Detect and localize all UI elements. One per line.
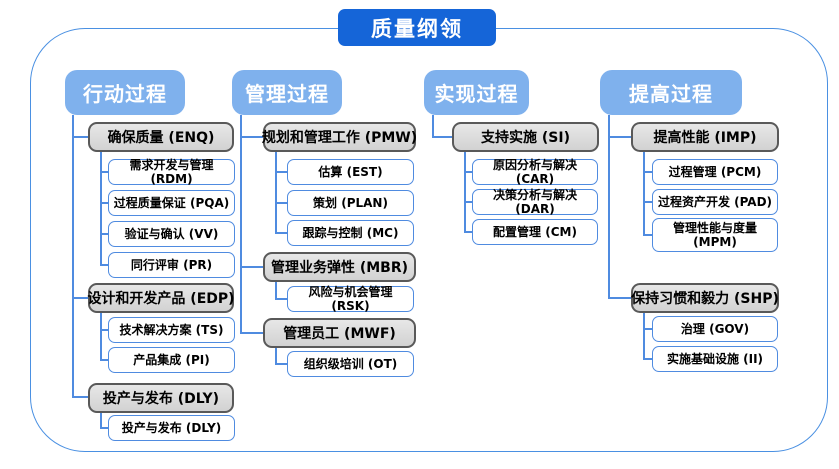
- group-box-mwf: 管理员工 (MWF): [263, 318, 416, 348]
- connector-line: [643, 201, 652, 203]
- group-box-pmw: 规划和管理工作 (PMW): [262, 122, 417, 152]
- connector-line: [643, 171, 652, 173]
- leaf-box-gov: 治理 (GOV): [652, 316, 778, 342]
- leaf-box-car: 原因分析与解决 (CAR): [472, 158, 598, 186]
- connector-line: [275, 348, 277, 364]
- leaf-box-pi: 产品集成 (PI): [108, 347, 235, 373]
- connector-line: [100, 412, 102, 428]
- connector-line: [643, 152, 645, 235]
- group-box-shp: 保持习惯和毅力 (SHP): [631, 283, 779, 313]
- root-title: 质量纲领: [338, 9, 496, 46]
- connector-line: [608, 136, 631, 138]
- connector-line: [240, 136, 263, 138]
- connector-line: [100, 264, 108, 266]
- connector-line: [275, 363, 287, 365]
- connector-line: [432, 115, 434, 138]
- connector-line: [608, 297, 631, 299]
- connector-line: [643, 328, 652, 330]
- connector-line: [100, 171, 108, 173]
- column-header-implementation-process: 实现过程: [424, 70, 529, 115]
- leaf-box-pad: 过程资产开发 (PAD): [652, 189, 778, 215]
- connector-line: [100, 152, 102, 265]
- leaf-box-pr: 同行评审 (PR): [108, 252, 235, 278]
- connector-line: [240, 266, 263, 268]
- connector-line: [464, 171, 472, 173]
- group-box-edp: 设计和开发产品 (EDP): [87, 283, 235, 313]
- connector-line: [240, 332, 263, 334]
- leaf-box-ot: 组织级培训 (OT): [287, 351, 414, 377]
- connector-line: [608, 115, 610, 298]
- connector-line: [275, 298, 287, 300]
- connector-line: [643, 234, 652, 236]
- connector-line: [72, 136, 88, 138]
- connector-line: [100, 359, 108, 361]
- connector-line: [275, 282, 277, 299]
- group-box-mbr: 管理业务弹性 (MBR): [263, 252, 416, 282]
- connector-line: [100, 233, 108, 235]
- leaf-box-dly: 投产与发布 (DLY): [108, 415, 235, 441]
- leaf-box-mc: 跟踪与控制 (MC): [287, 220, 414, 246]
- column-header-management-process: 管理过程: [232, 70, 342, 115]
- leaf-box-pqa: 过程质量保证 (PQA): [108, 190, 235, 216]
- connector-line: [643, 313, 645, 359]
- column-header-action-process: 行动过程: [65, 70, 185, 115]
- connector-line: [100, 313, 102, 360]
- connector-line: [100, 202, 108, 204]
- connector-line: [464, 231, 472, 233]
- connector-line: [72, 297, 88, 299]
- connector-line: [275, 232, 287, 234]
- leaf-box-rdm: 需求开发与管理 (RDM): [108, 158, 235, 186]
- group-box-enq: 确保质量 (ENQ): [88, 122, 234, 152]
- connector-line: [464, 152, 466, 232]
- connector-line: [72, 115, 74, 398]
- connector-line: [275, 202, 287, 204]
- leaf-box-ii: 实施基础设施 (II): [652, 346, 778, 372]
- connector-line: [100, 329, 108, 331]
- connector-line: [240, 115, 242, 333]
- connector-line: [464, 201, 472, 203]
- connector-line: [643, 358, 652, 360]
- group-box-imp: 提高性能 (IMP): [631, 122, 779, 152]
- leaf-box-cm: 配置管理 (CM): [472, 219, 598, 245]
- leaf-box-vv: 验证与确认 (VV): [108, 221, 235, 247]
- leaf-box-dar: 决策分析与解决 (DAR): [472, 188, 598, 216]
- connector-line: [432, 136, 452, 138]
- connector-line: [275, 152, 277, 233]
- leaf-box-pcm: 过程管理 (PCM): [652, 159, 778, 185]
- connector-line: [72, 396, 88, 398]
- connector-line: [100, 427, 108, 429]
- column-header-improvement-process: 提高过程: [600, 70, 742, 115]
- leaf-box-est: 估算 (EST): [287, 159, 414, 185]
- leaf-box-rsk: 风险与机会管理 (RSK): [287, 285, 414, 313]
- group-box-dly: 投产与发布 (DLY): [88, 383, 234, 413]
- leaf-box-plan: 策划 (PLAN): [287, 190, 414, 216]
- leaf-box-mpm: 管理性能与度量 (MPM): [652, 218, 778, 252]
- leaf-box-ts: 技术解决方案 (TS): [108, 317, 235, 343]
- connector-line: [275, 171, 287, 173]
- group-box-si: 支持实施 (SI): [452, 122, 599, 152]
